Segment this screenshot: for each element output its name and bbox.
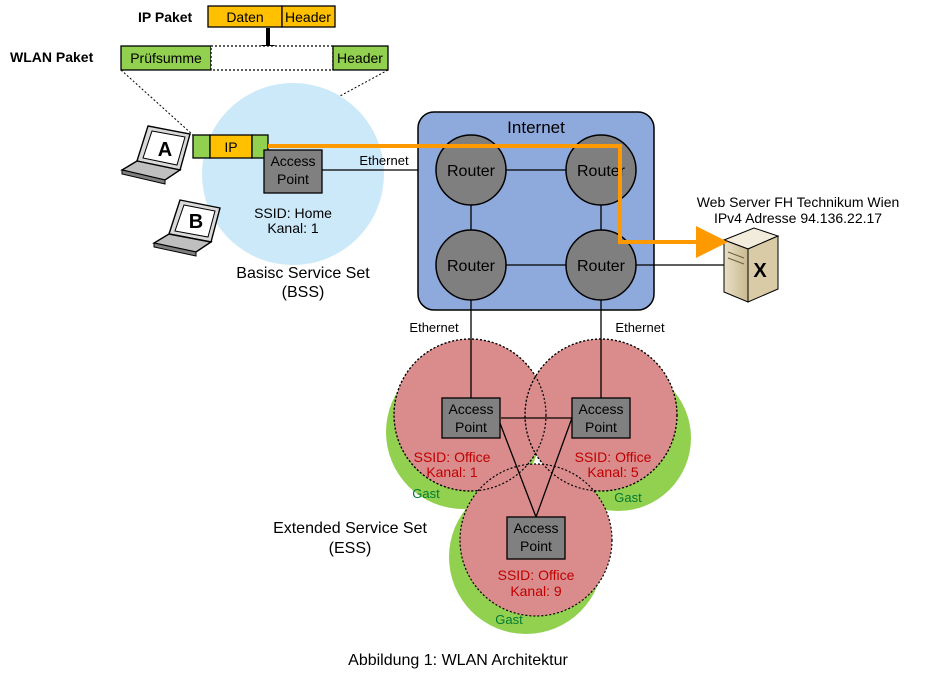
frame-checksum-small (192, 134, 211, 159)
ess-ethernet-right-label: Ethernet (615, 320, 665, 335)
router-bottom-right-label: Router (577, 258, 626, 275)
ap-link-1-3 (497, 417, 537, 518)
bss-access-point[interactable] (263, 149, 323, 194)
ess-cell1-ssid: SSID: Office (414, 449, 491, 465)
internet-label: Internet (507, 118, 565, 137)
router-bottom-left-label: Router (447, 258, 496, 275)
gast-label-1: Gast (412, 486, 440, 501)
server-icon[interactable]: X (722, 227, 780, 303)
ess-ethernet-left-label: Ethernet (409, 320, 459, 335)
office-circle-1-outline (393, 338, 547, 492)
ess-ap2-line2: Point (585, 419, 617, 435)
ip-header-text: Header (285, 9, 331, 25)
ess-title-line1: Extended Service Set (273, 520, 427, 537)
wlan-paket-label: WLAN Paket (10, 49, 94, 65)
pruefsumme-box (120, 45, 212, 71)
pruefsumme-text: Prüfsumme (130, 50, 202, 66)
router-top-left[interactable] (435, 134, 507, 206)
packet-route-path (268, 144, 728, 258)
bss-title-line1: Basisc Service Set (236, 265, 370, 282)
ess-ap1-line2: Point (455, 419, 487, 435)
ess-access-point-1[interactable] (441, 397, 501, 439)
frame-ip-text: IP (224, 139, 237, 155)
ess-ap2-line1: Access (578, 401, 623, 417)
laptop-b-label: B (189, 211, 203, 233)
figure-caption: Abbildung 1: WLAN Architektur (348, 652, 568, 669)
ess-access-point-3[interactable] (506, 516, 566, 560)
ess-cell2-kanal: Kanal: 5 (587, 464, 639, 480)
ess-title-line2: (ESS) (329, 540, 372, 557)
server-mark: X (753, 260, 767, 282)
ess-cell3-kanal: Kanal: 9 (510, 583, 562, 599)
laptop-a-icon[interactable]: A (120, 125, 191, 185)
bss-title-line2: (BSS) (282, 284, 325, 301)
gast-label-3: Gast (495, 612, 523, 627)
ess-ap1-line1: Access (448, 401, 493, 417)
router-top-right-label: Router (577, 163, 626, 180)
ess-ap3-line2: Point (520, 538, 552, 554)
ess-cell3-ssid: SSID: Office (498, 567, 575, 583)
server-name: Web Server FH Technikum Wien (697, 194, 900, 210)
ess-ap3-line1: Access (513, 520, 558, 536)
wlan-header-text: Header (337, 50, 383, 66)
daten-text: Daten (226, 9, 263, 25)
ip-header-box (281, 5, 336, 28)
ess-access-point-2[interactable] (571, 397, 631, 439)
ap-link-2-3 (535, 417, 573, 518)
wlan-header-box (332, 45, 389, 71)
ess-cell1-kanal: Kanal: 1 (426, 464, 478, 480)
bss-ap-line2: Point (277, 171, 309, 187)
server-ip: IPv4 Adresse 94.136.22.17 (714, 210, 882, 226)
bss-kanal: Kanal: 1 (267, 220, 319, 236)
router-top-left-label: Router (447, 163, 496, 180)
ess-cell2-ssid: SSID: Office (575, 449, 652, 465)
laptop-a-label: A (158, 139, 172, 161)
bss-ap-line1: Access (270, 153, 315, 169)
gast-label-2: Gast (614, 490, 642, 505)
laptop-b-icon[interactable]: B (152, 199, 221, 257)
bss-ssid: SSID: Home (254, 205, 332, 221)
ip-paket-label: IP Paket (138, 9, 193, 25)
bss-ethernet-label: Ethernet (359, 153, 409, 168)
zoom-line-left (120, 69, 194, 136)
payload-box (210, 45, 334, 71)
